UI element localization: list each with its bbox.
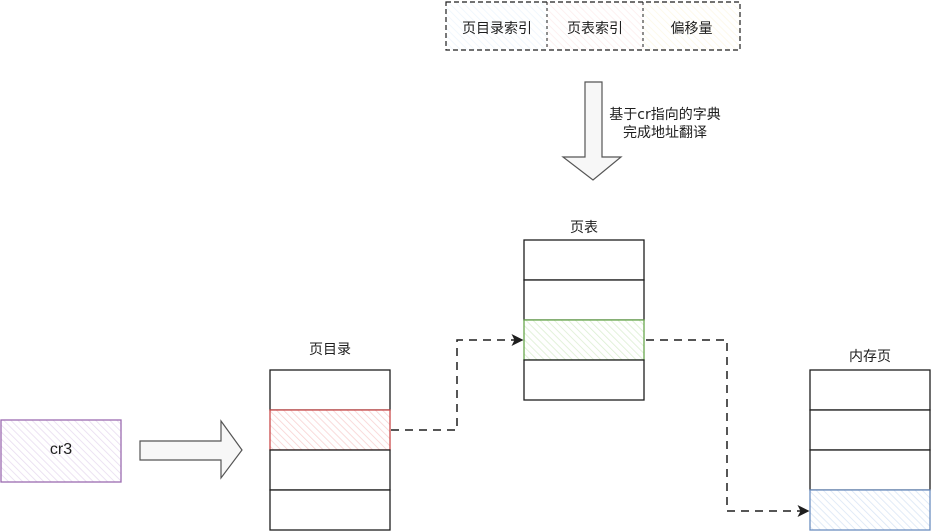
translation-note-line2: 完成地址翻译 (623, 125, 707, 141)
memory-page-entry-3 (809, 489, 931, 531)
address-field-2-fill (643, 2, 740, 50)
page-directory-entry-1 (269, 409, 391, 451)
memory-page-entry-2 (809, 449, 931, 491)
address-bar-border (445, 1, 741, 51)
page-directory-entry-0 (269, 369, 391, 411)
translation-note-line1: 基于cr指向的字典 (609, 107, 721, 123)
down-arrow-icon (561, 81, 623, 181)
cr3-register (0, 419, 122, 483)
page-table-title: 页表 (570, 220, 598, 236)
memory-page-table (809, 369, 931, 531)
page-table-entry-1 (523, 279, 645, 321)
connector-pd-to-pt (391, 334, 524, 431)
page-directory-title: 页目录 (309, 342, 351, 358)
address-field-pd-index: 页目录索引 (462, 21, 532, 37)
page-directory-table (269, 369, 391, 531)
page-table-table (523, 239, 645, 401)
memory-page-title: 内存页 (849, 349, 891, 365)
address-field-0-fill (446, 2, 547, 50)
virtual-address-bar (445, 1, 741, 51)
memory-page-entry-0 (809, 369, 931, 411)
memory-page-entry-1 (809, 409, 931, 451)
address-field-1-fill (547, 2, 643, 50)
address-field-offset: 偏移量 (670, 21, 713, 37)
connector-pt-to-mp (646, 339, 810, 517)
page-table-entry-0 (523, 239, 645, 281)
address-field-pt-index: 页表索引 (567, 21, 623, 37)
page-table-entry-3 (523, 359, 645, 401)
right-arrow-icon (139, 419, 243, 480)
page-directory-entry-2 (269, 449, 391, 491)
cr3-label: cr3 (49, 441, 73, 458)
page-directory-entry-3 (269, 489, 391, 531)
page-table-entry-2 (523, 319, 645, 361)
